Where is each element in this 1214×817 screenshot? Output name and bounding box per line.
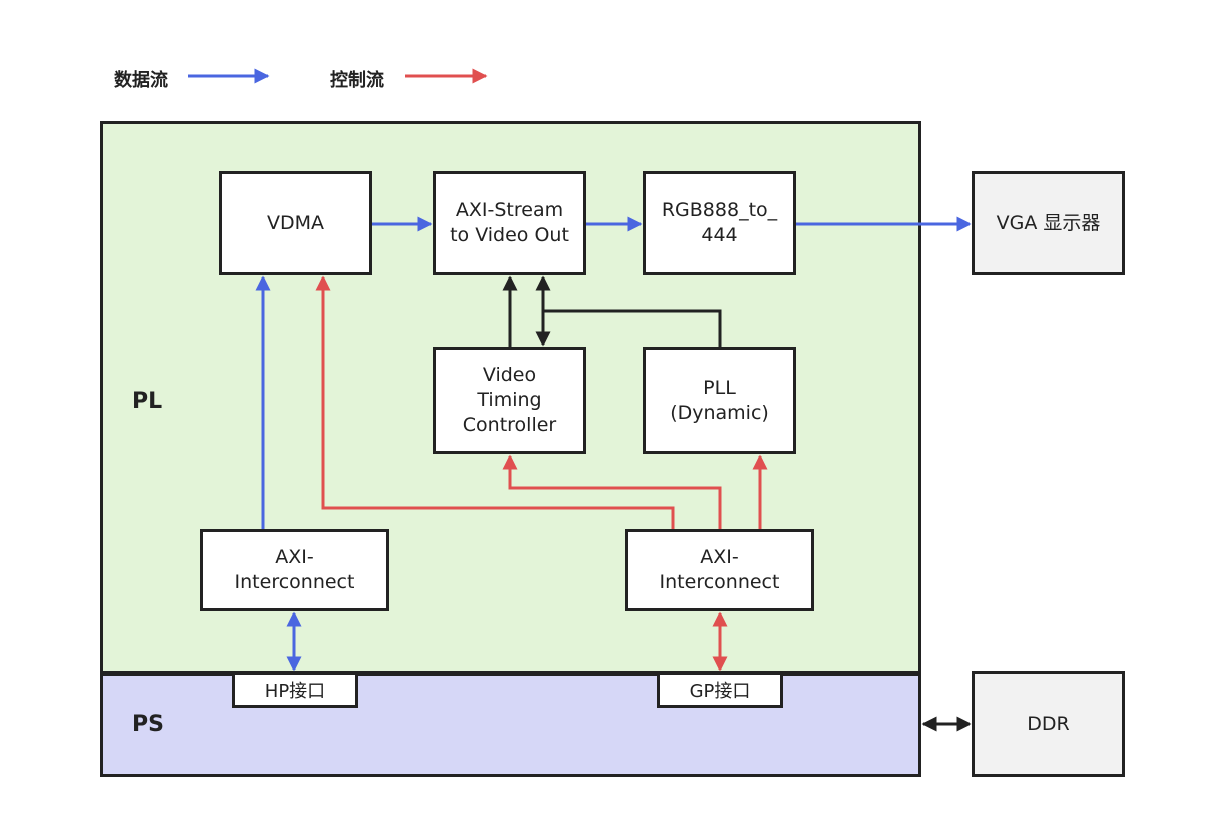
gp-port: GP接口 [657, 672, 783, 708]
axi-ic-right-to-vdma-arrow [315, 275, 675, 529]
pll-dynamic-block: PLL (Dynamic) [643, 347, 796, 454]
vdma-label: VDMA [266, 211, 325, 234]
axi-ic-right-to-vtc-arrow [502, 454, 722, 529]
rgb-label: RGB888_to_ 444 [661, 199, 778, 246]
video-timing-controller-block: Video Timing Controller [433, 347, 586, 454]
gp-port-label: GP接口 [689, 681, 751, 702]
pl-region-label: PL [132, 389, 163, 414]
axi-interconnect-left-block: AXI- Interconnect [200, 529, 389, 611]
legend-data-flow-label: 数据流 [114, 70, 168, 91]
legend-control-flow-label: 控制流 [330, 70, 384, 91]
axi-stream-to-video-out-block: AXI-Stream to Video Out [433, 171, 586, 275]
pll-clock-line [543, 309, 722, 347]
vga-label: VGA 显示器 [996, 211, 1101, 234]
axi-stream-label: AXI-Stream to Video Out [450, 199, 569, 246]
ddr-block: DDR [972, 671, 1125, 777]
axi-ic-right-label: AXI- Interconnect [659, 546, 780, 593]
axi-interconnect-right-block: AXI- Interconnect [625, 529, 814, 611]
vdma-block: VDMA [219, 171, 372, 275]
vtc-label: Video Timing Controller [462, 364, 557, 436]
hp-port-label: HP接口 [264, 681, 326, 702]
ps-region-label: PS [132, 712, 164, 737]
rgb888-to-444-block: RGB888_to_ 444 [643, 171, 796, 275]
ddr-label: DDR [1027, 712, 1070, 735]
axi-ic-left-label: AXI- Interconnect [234, 546, 355, 593]
pll-label: PLL (Dynamic) [670, 376, 769, 424]
hp-port: HP接口 [232, 672, 358, 708]
vga-display-block: VGA 显示器 [972, 171, 1125, 275]
